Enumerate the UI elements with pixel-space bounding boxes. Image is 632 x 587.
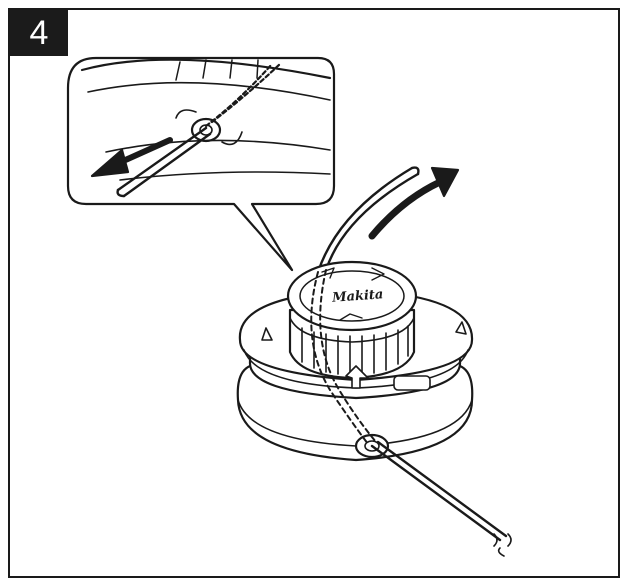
trimmer-line-hidden <box>310 271 369 445</box>
groove-arrow-marker <box>345 365 369 389</box>
detail-rim-base <box>119 171 331 181</box>
trimmer-line-upper <box>316 166 420 274</box>
spool-body <box>236 260 474 462</box>
flange-marker-right <box>455 321 467 335</box>
rotation-arrow-icon <box>368 166 460 240</box>
callout-outline <box>66 56 336 272</box>
detail-rim-mid <box>87 81 331 101</box>
step-number-badge: 4 <box>10 10 68 56</box>
spool-slot <box>393 375 431 391</box>
pull-direction-arrow-icon <box>90 137 173 178</box>
detail-line-pulled <box>116 126 208 192</box>
detail-rim-outer <box>80 58 332 80</box>
trimmer-line-lower <box>370 440 512 557</box>
detail-eyelet <box>190 117 222 143</box>
spool-cap-top <box>286 260 418 332</box>
detail-rim-lower <box>105 139 331 153</box>
brand-label: Makita <box>331 287 384 306</box>
instruction-frame <box>8 8 620 578</box>
flange-marker-left <box>261 327 273 341</box>
detail-callout <box>66 56 336 272</box>
